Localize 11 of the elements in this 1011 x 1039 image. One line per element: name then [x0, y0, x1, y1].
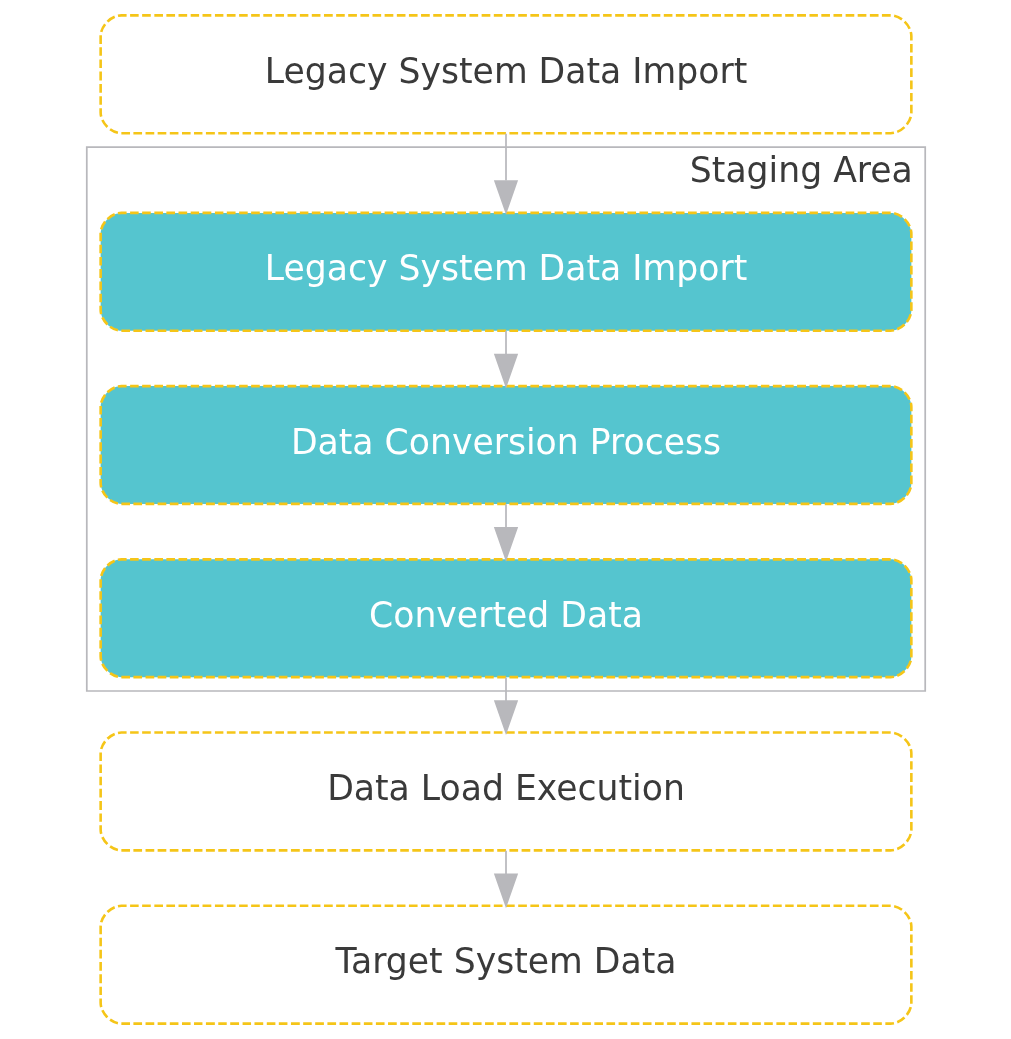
node-box: Target System Data — [98, 904, 913, 1025]
arrow — [493, 849, 518, 909]
node-box: Legacy System Data Import — [98, 211, 913, 332]
arrow — [493, 503, 518, 562]
arrow — [493, 132, 518, 215]
node-box: Data Load Execution — [98, 731, 913, 852]
arrow — [493, 676, 518, 735]
arrow — [493, 330, 518, 389]
node-box: Data Conversion Process — [98, 384, 913, 506]
node-box: Legacy System Data Import — [98, 14, 913, 135]
node-box: Converted Data — [98, 558, 913, 679]
